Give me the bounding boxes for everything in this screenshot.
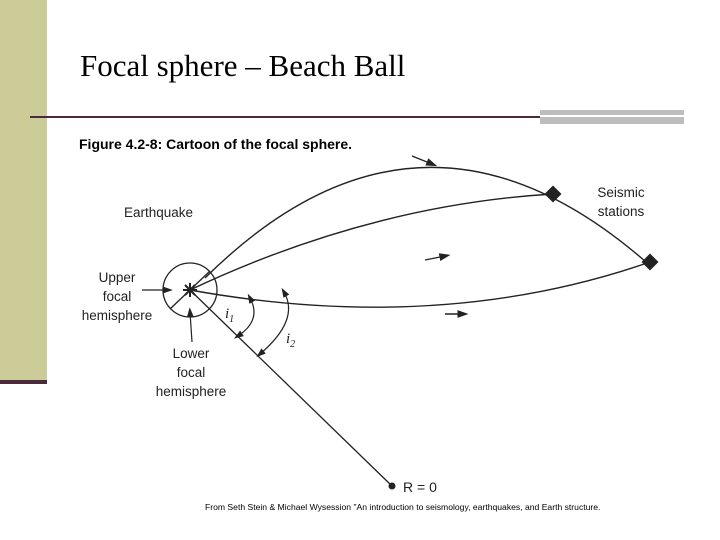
lower-hemisphere-arrow xyxy=(186,307,194,343)
sidebar-decoration xyxy=(0,0,47,383)
angle-arc-i1 xyxy=(234,293,256,339)
seismic-station-icon xyxy=(641,253,659,271)
title-underline xyxy=(30,116,540,118)
title-underline-block xyxy=(540,110,684,124)
angle-arc-i2 xyxy=(256,287,290,358)
ray-path-lower xyxy=(189,261,651,308)
lower-hemisphere-label: Lower focal hemisphere xyxy=(155,346,227,399)
ray-arrow-top xyxy=(411,155,438,167)
angle-i2-label: i2 xyxy=(286,331,296,350)
source-credit: From Seth Stein & Michael Wysession "An … xyxy=(205,502,601,512)
angle-i1-label: i1 xyxy=(225,306,235,325)
earthquake-star-icon xyxy=(183,283,197,297)
center-point xyxy=(388,482,396,490)
center-label: R = 0 xyxy=(403,479,437,495)
seismic-station-icon xyxy=(544,185,562,203)
slide-title: Focal sphere – Beach Ball xyxy=(80,48,406,83)
seismic-stations-label: Seismic stations xyxy=(597,185,645,219)
ray-path-top xyxy=(204,166,647,279)
ray-path-middle xyxy=(189,193,554,291)
radius-line xyxy=(189,289,393,487)
figure-caption: Figure 4.2-8: Cartoon of the focal spher… xyxy=(79,136,353,152)
ray-arrow-middle xyxy=(424,253,451,261)
earthquake-label: Earthquake xyxy=(124,205,194,220)
upper-hemisphere-label: Upper focal hemisphere xyxy=(81,270,153,323)
sidebar-edge xyxy=(0,380,47,384)
figure-panel xyxy=(70,126,666,502)
